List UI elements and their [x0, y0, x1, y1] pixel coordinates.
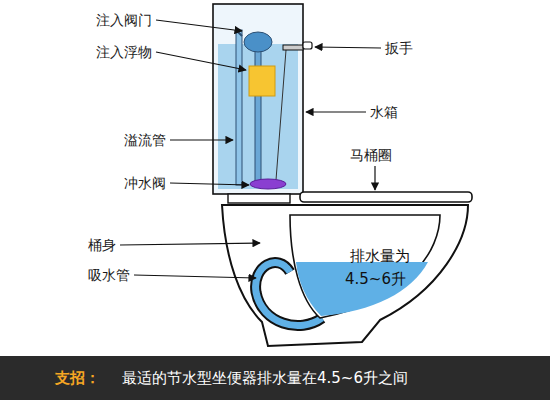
part-label: 吸水管	[88, 267, 130, 283]
part-label: 马桶圈	[350, 147, 392, 163]
part-label: 桶身	[88, 237, 116, 253]
part-label: 溢流管	[124, 132, 166, 148]
part-label: 水箱	[370, 104, 398, 120]
caption-text: 最适的节水型坐便器排水量在4.5~6升之间	[122, 369, 408, 387]
part-label: 注入浮物	[96, 44, 152, 60]
part-label: 注入阀门	[96, 12, 152, 28]
part-label: 扳手	[385, 40, 413, 56]
leader-lines	[120, 20, 381, 278]
volume-note: 排水量为	[350, 247, 410, 265]
volume-note: 4.5~6升	[345, 270, 406, 288]
tip-tag: 支招：	[55, 369, 100, 387]
part-label: 冲水阀	[124, 175, 166, 191]
